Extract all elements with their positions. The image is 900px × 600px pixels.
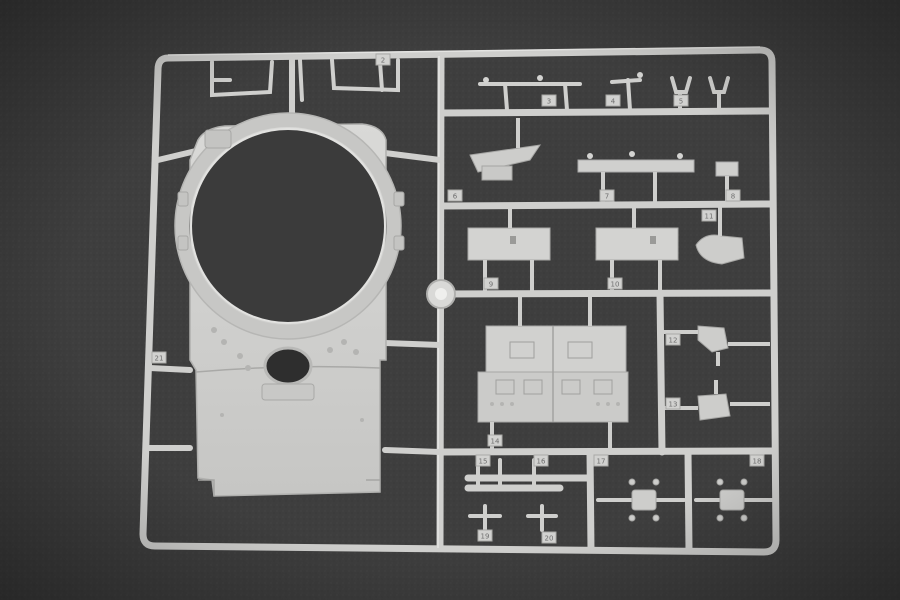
sprue-photo: 23456789101112131415161718192021: [0, 0, 900, 600]
photo-stage: 23456789101112131415161718192021: [0, 0, 900, 600]
vignette: [0, 0, 900, 600]
